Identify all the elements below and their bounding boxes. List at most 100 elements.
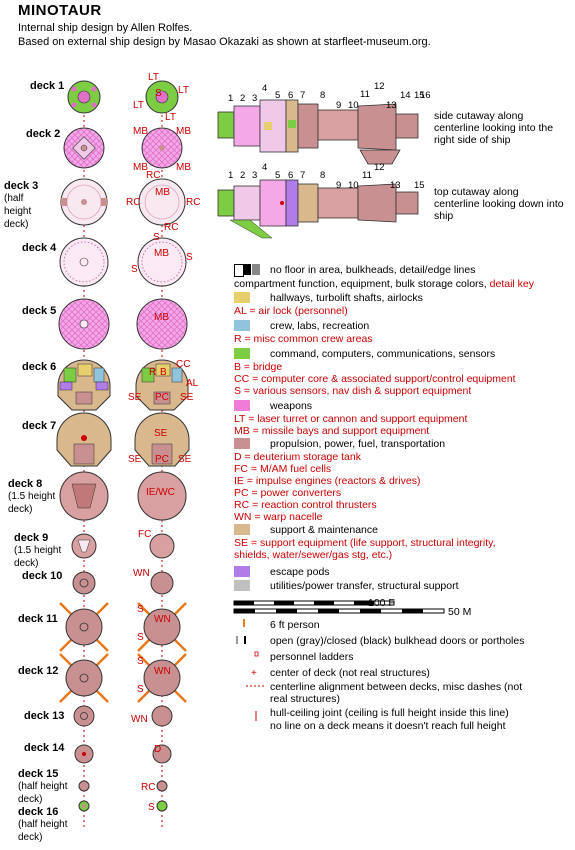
page-title: MINOTAUR xyxy=(18,2,102,19)
swatch-support xyxy=(234,524,250,535)
deck-label-13: deck 13 xyxy=(24,710,65,722)
detail-tags: LT LT S LT LT MB MB MB MB RC MB RC RC RC… xyxy=(126,72,200,813)
tag: S xyxy=(137,604,144,615)
tag: MB xyxy=(176,162,191,173)
deck-label-8: deck 8(1.5 height deck) xyxy=(8,478,56,515)
deck-note-15: (half height deck) xyxy=(18,781,68,805)
deck-label-5: deck 5 xyxy=(22,305,57,317)
legend-utilities: utilities/power transfer, structural sup… xyxy=(270,580,459,592)
swatch-escape xyxy=(234,566,250,577)
svg-text:11: 11 xyxy=(360,89,370,100)
legend-fc: FC = M/AM fuel cells xyxy=(234,463,332,475)
tag: MB xyxy=(155,187,170,198)
swatch-weapons xyxy=(234,400,250,411)
tag: LT xyxy=(133,100,144,111)
deck-label-11: deck 11 xyxy=(18,613,58,625)
top-cutaway-caption: top cutaway along centerline looking dow… xyxy=(434,186,564,222)
tag: S xyxy=(153,232,160,243)
svg-text:9: 9 xyxy=(336,100,341,111)
legend-lt: LT = laser turret or cannon and support … xyxy=(234,413,468,425)
swatch-hallways xyxy=(234,292,250,303)
tag: LT xyxy=(178,85,189,96)
deck-label-6: deck 6 xyxy=(22,361,57,373)
deck-label-14: deck 14 xyxy=(24,742,65,754)
tag: D xyxy=(154,744,161,755)
tag: SE xyxy=(128,454,142,465)
legend-person: 6 ft person xyxy=(270,619,320,631)
svg-text:6: 6 xyxy=(288,170,293,181)
scale-bar xyxy=(233,600,445,614)
tag: AL xyxy=(186,378,199,389)
tag: S xyxy=(137,684,144,695)
tag: LT xyxy=(148,72,159,83)
tag: S xyxy=(137,656,144,667)
svg-text:16: 16 xyxy=(420,90,431,101)
svg-text:12: 12 xyxy=(374,162,385,173)
right-deck-column xyxy=(134,80,190,812)
deck-note-9: (1.5 height deck) xyxy=(14,545,62,569)
tag: B xyxy=(160,367,167,378)
deck-label-9: deck 9(1.5 height deck) xyxy=(14,532,62,569)
credit-line-2: Based on external ship design by Masao O… xyxy=(18,36,431,48)
svg-text:4: 4 xyxy=(262,83,267,94)
swatch-bulkhead xyxy=(243,264,251,275)
svg-text:2: 2 xyxy=(240,93,245,104)
legend-weapons: weapons xyxy=(270,400,313,412)
svg-text:10: 10 xyxy=(348,100,359,111)
svg-text:14: 14 xyxy=(400,90,411,101)
swatch-propulsion xyxy=(234,438,250,449)
deck-label-12: deck 12 xyxy=(18,665,59,677)
svg-text:4: 4 xyxy=(262,162,267,173)
legend-hallways: hallways, turbolift shafts, airlocks xyxy=(270,292,423,304)
credit-line-1: Internal ship design by Allen Rolfes. xyxy=(18,22,193,34)
tag: MB xyxy=(154,312,169,323)
legend-b: B = bridge xyxy=(234,361,283,373)
legend-detail-key: detail key xyxy=(489,278,534,290)
tag: RC xyxy=(126,197,140,208)
section-numbers: 1 2 3 4 5 6 7 8 9 10 11 12 13 14 15 15 1… xyxy=(228,81,431,191)
svg-text:15: 15 xyxy=(414,180,425,191)
legend-noline: no line on a deck means it doesn't reach… xyxy=(270,720,506,732)
svg-text:13: 13 xyxy=(390,180,401,191)
deck-note-16: (half height deck) xyxy=(18,819,68,843)
svg-text:3: 3 xyxy=(252,170,257,181)
deck-label-16: deck 16(half height deck) xyxy=(18,806,68,843)
deck-label-10: deck 10 xyxy=(22,570,63,582)
swatch-command xyxy=(234,348,250,359)
swatch-crew xyxy=(234,320,250,331)
tag: SE xyxy=(128,392,142,403)
deck-label-2: deck 2 xyxy=(26,128,61,140)
svg-text:7: 7 xyxy=(300,90,305,101)
tag: WN xyxy=(131,714,148,725)
legend-cc: CC = computer core & associated support/… xyxy=(234,373,516,385)
tag: WN xyxy=(154,666,171,677)
tag: MB xyxy=(154,248,169,259)
svg-text:7: 7 xyxy=(300,170,305,181)
legend-hull: hull-ceiling joint (ceiling is full heig… xyxy=(270,707,509,719)
tag: RC xyxy=(141,782,155,793)
tag: SE xyxy=(178,454,192,465)
legend-support: support & maintenance xyxy=(270,524,378,536)
svg-text:8: 8 xyxy=(320,170,325,181)
legend-compartment: compartment function, equipment, bulk st… xyxy=(234,278,534,290)
svg-text:9: 9 xyxy=(336,180,341,191)
svg-text:1: 1 xyxy=(228,93,233,104)
legend-mb: MB = missile bays and support equipment xyxy=(234,425,430,437)
tag: LT xyxy=(165,112,176,123)
tag: FC xyxy=(138,529,151,540)
legend-nofloor: no floor in area, bulkheads, detail/edge… xyxy=(270,264,476,276)
legend-bulkhead: open (gray)/closed (black) bulkhead door… xyxy=(270,635,525,647)
tag: S xyxy=(131,264,138,275)
deck-label-4: deck 4 xyxy=(22,242,57,254)
svg-text:13: 13 xyxy=(386,100,397,111)
tag: S xyxy=(186,252,193,263)
tag: CC xyxy=(176,359,190,370)
tag: PC xyxy=(155,454,169,465)
tag: SE xyxy=(180,392,194,403)
legend-propulsion: propulsion, power, fuel, transportation xyxy=(270,438,446,450)
deck-label-1: deck 1 xyxy=(30,80,65,92)
tag: WN xyxy=(133,568,150,579)
deck-note-8: (1.5 height deck) xyxy=(8,491,56,515)
legend-center: center of deck (not real structures) xyxy=(270,667,430,679)
legend-command: command, computers, communications, sens… xyxy=(270,348,496,360)
